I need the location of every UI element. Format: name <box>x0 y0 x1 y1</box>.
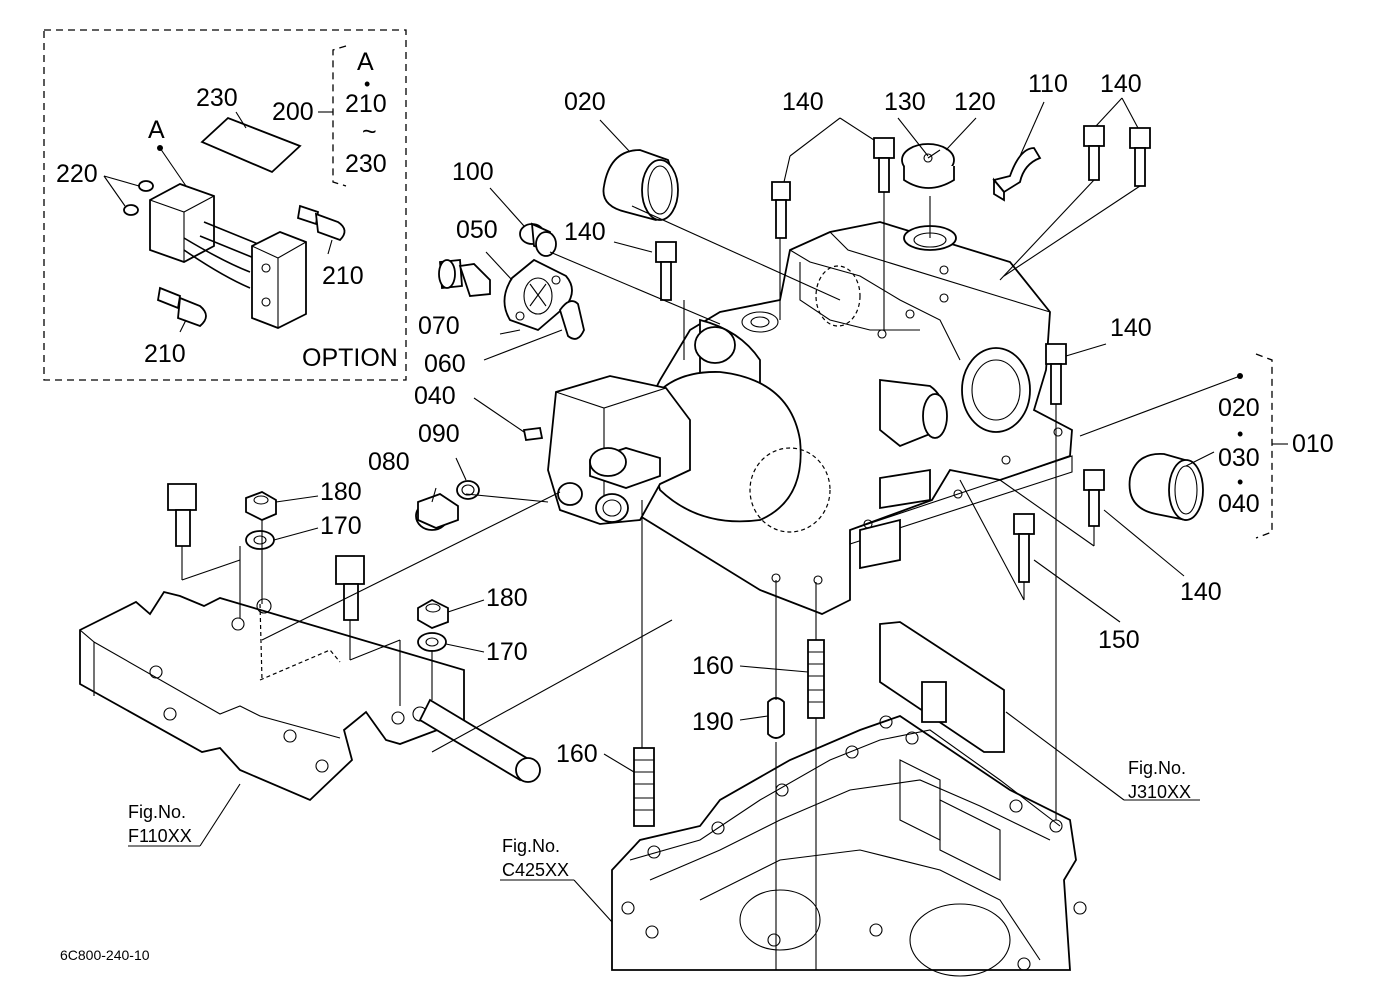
ref-j310-line1: Fig.No. <box>1128 758 1186 778</box>
washer-170-upper <box>245 530 275 550</box>
callout-090: 090 <box>418 420 460 448</box>
bushing-010 <box>1128 453 1204 521</box>
bolt-210-left <box>156 286 207 333</box>
bolt-140-b <box>873 137 895 193</box>
set-010-item-2: 030 <box>1218 444 1260 472</box>
set-010-label: 010 <box>1292 430 1334 458</box>
set-a-tilde: ~ <box>362 118 377 146</box>
washer-090 <box>456 480 480 500</box>
callout-140-left: 140 <box>564 218 606 246</box>
bolt-140-a <box>771 181 791 239</box>
mounting-bracket <box>79 590 465 802</box>
o-ring-220-a <box>138 180 154 192</box>
callout-120: 120 <box>954 88 996 116</box>
nut-180-upper <box>245 491 277 521</box>
flange-050 <box>503 258 573 332</box>
bushing-020 <box>602 149 679 221</box>
plug-080 <box>415 492 459 531</box>
option-title: OPTION <box>302 344 398 372</box>
set-010-bracket: 010 020 • 030 • 040 <box>1218 353 1334 539</box>
callout-140-right: 140 <box>1110 314 1152 342</box>
callout-200: 200 <box>272 98 314 126</box>
callout-060: 060 <box>424 350 466 378</box>
bolt-140-e <box>1129 127 1151 187</box>
rod <box>418 698 541 783</box>
callout-160-right: 160 <box>692 652 734 680</box>
callout-170-upper: 170 <box>320 512 362 540</box>
bolt-210-right <box>296 204 346 255</box>
gasket-plate <box>879 621 1005 753</box>
callout-140-topright: 140 <box>1100 70 1142 98</box>
assembly-lines <box>181 179 1141 970</box>
adapter-block-left <box>149 183 215 263</box>
screw-040 <box>522 427 544 441</box>
set-010-item-1: 020 <box>1218 394 1260 422</box>
callout-210-bottom: 210 <box>144 340 186 368</box>
set-010-dot-1: • <box>1237 424 1243 444</box>
callout-220: 220 <box>56 160 98 188</box>
ref-f110-line2: F110XX <box>128 826 192 846</box>
bolt-140-g <box>1083 469 1105 527</box>
callout-050: 050 <box>456 216 498 244</box>
callout-130: 130 <box>884 88 926 116</box>
lift-cylinder-housing <box>547 221 1073 615</box>
bracket-bolt-right <box>335 555 365 621</box>
callout-080: 080 <box>368 448 410 476</box>
bolt-140-d <box>1083 125 1105 181</box>
gasket-060 <box>559 300 585 340</box>
set-a-to: 230 <box>345 150 387 178</box>
bolt-140-c <box>655 241 677 301</box>
callout-150: 150 <box>1098 626 1140 654</box>
bracket-bolt-left <box>167 483 197 547</box>
stud-160-right <box>807 639 825 719</box>
callout-100: 100 <box>452 158 494 186</box>
leader-lines <box>128 97 1243 923</box>
callout-140-top: 140 <box>782 88 824 116</box>
callout-070: 070 <box>418 312 460 340</box>
breather-110 <box>992 147 1042 202</box>
option-box: A • 210 ~ 230 230 200 A 220 210 210 OPTI… <box>43 29 407 381</box>
bolt-150 <box>1013 513 1035 583</box>
transmission-case <box>611 715 1087 977</box>
point-a-label: A <box>148 116 165 144</box>
bolt-140-f <box>1045 343 1067 405</box>
cap-120 <box>901 143 955 189</box>
sheet-230 <box>200 116 302 174</box>
drawing-number: 6C800-240-10 <box>60 947 150 963</box>
ref-c425-line1: Fig.No. <box>502 836 560 856</box>
set-a-dot: • <box>364 74 370 94</box>
o-ring-220-b <box>123 204 139 216</box>
callout-230: 230 <box>196 84 238 112</box>
callout-160-left: 160 <box>556 740 598 768</box>
set-010-dot-2: • <box>1237 472 1243 492</box>
callout-180-upper: 180 <box>320 478 362 506</box>
pin-190 <box>767 697 785 739</box>
set-010-item-3: 040 <box>1218 490 1260 518</box>
callout-210-right: 210 <box>322 262 364 290</box>
fitting-070 <box>438 259 491 297</box>
callout-labels: 020 100 050 140 140 130 120 110 140 070 … <box>320 70 1222 768</box>
plug-100 <box>519 222 557 257</box>
callout-040: 040 <box>414 382 456 410</box>
callout-110: 110 <box>1028 70 1068 98</box>
callout-180-lower: 180 <box>486 584 528 612</box>
washer-170-lower <box>417 632 447 652</box>
stud-160-left <box>633 747 655 827</box>
ref-f110-line1: Fig.No. <box>128 802 186 822</box>
ref-j310-line2: J310XX <box>1128 782 1191 802</box>
callout-190: 190 <box>692 708 734 736</box>
callout-140-lowright: 140 <box>1180 578 1222 606</box>
set-a-from: 210 <box>345 90 387 118</box>
figure-references: Fig.No. F110XX Fig.No. C425XX Fig.No. J3… <box>128 758 1191 880</box>
ref-c425-line2: C425XX <box>502 860 569 880</box>
nut-180-lower <box>417 598 449 629</box>
callout-170-lower: 170 <box>486 638 528 666</box>
adapter-block-right <box>251 231 307 329</box>
callout-020: 020 <box>564 88 606 116</box>
set-a-head: A <box>357 48 374 76</box>
